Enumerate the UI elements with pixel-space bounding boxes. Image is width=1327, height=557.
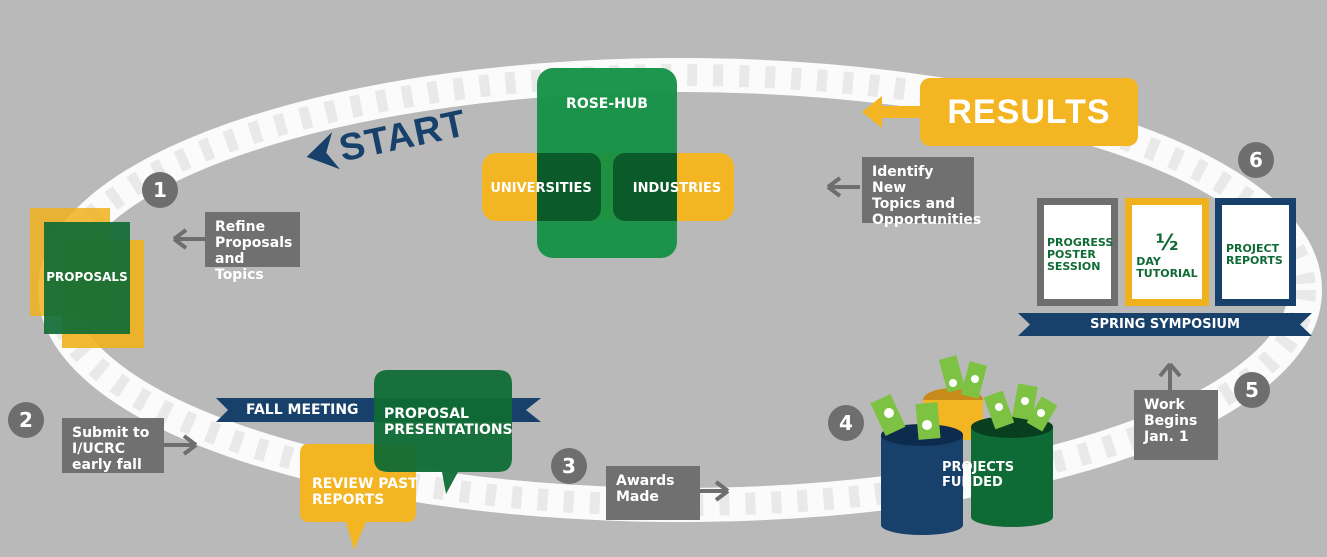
step-3-number: 3 xyxy=(551,448,587,484)
panel-tutorial: ½ DAY TUTORIAL xyxy=(1125,198,1209,306)
proposals-stack: PROPOSALS xyxy=(30,208,145,350)
step-5-label: Work Begins Jan. 1 xyxy=(1144,397,1198,445)
money-buckets-icon xyxy=(870,355,1058,535)
arrow-left-icon xyxy=(826,176,860,198)
step-2-number: 2 xyxy=(8,402,44,438)
arrow-right-icon xyxy=(164,434,198,456)
step-6-number: 6 xyxy=(1238,142,1274,178)
hub-overlap-left xyxy=(537,153,601,221)
arrow-up-icon xyxy=(1158,362,1182,392)
arrow-left-icon xyxy=(862,96,924,128)
step-6-label: Identify New Topics and Opportunities xyxy=(872,164,982,228)
step-5-number: 5 xyxy=(1234,372,1270,408)
arrow-right-icon xyxy=(700,480,730,502)
start-marker: START xyxy=(292,101,471,182)
panel-progress-poster: PROGRESS POSTER SESSION xyxy=(1037,198,1118,306)
hub-right-label: INDUSTRIES xyxy=(632,181,722,196)
arrow-left-icon xyxy=(172,228,206,250)
step-1-number: 1 xyxy=(142,172,178,208)
fall-meeting-title: FALL MEETING xyxy=(246,402,359,418)
proposals-label: PROPOSALS xyxy=(46,270,128,284)
spring-symposium-banner xyxy=(1018,313,1312,336)
panel-progress-poster-text: PROGRESS POSTER SESSION xyxy=(1047,236,1114,273)
step-6-box: Identify New Topics and Opportunities xyxy=(862,157,981,228)
projects-funded-label: PROJECTS FUNDED xyxy=(942,460,1015,490)
step-1-box: Refine Proposals and Topics xyxy=(205,212,300,283)
step-4-number: 4 xyxy=(828,405,864,441)
panel-project-reports-text: PROJECT REPORTS xyxy=(1226,242,1283,267)
step-1-label: Refine Proposals and Topics xyxy=(215,219,293,283)
step-3-box: Awards Made xyxy=(606,466,700,520)
panel-tutorial-fraction: ½ xyxy=(1155,231,1179,256)
step-2-label: Submit to I/UCRC early fall xyxy=(72,425,150,473)
step-3-label: Awards Made xyxy=(616,473,675,505)
hub-overlap-right xyxy=(613,153,677,221)
spring-symposium-title: SPRING SYMPOSIUM xyxy=(1090,317,1240,332)
step-2-box: Submit to I/UCRC early fall xyxy=(62,418,164,473)
panel-project-reports: PROJECT REPORTS xyxy=(1215,198,1296,306)
panel-tutorial-text: DAY TUTORIAL xyxy=(1136,255,1198,280)
speech-bubble-green xyxy=(374,370,512,494)
hub-title: ROSE-HUB xyxy=(566,96,648,112)
proposal-presentations-label: PROPOSAL PRESENTATIONS xyxy=(384,406,513,438)
step-5-box: Work Begins Jan. 1 xyxy=(1134,390,1218,460)
hub-left-label: UNIVERSITIES xyxy=(490,181,592,196)
chevron-left-icon xyxy=(306,132,340,170)
review-past-reports-label: REVIEW PAST REPORTS xyxy=(312,476,418,508)
results-box: RESULTS xyxy=(920,78,1138,146)
results-label: RESULTS xyxy=(947,92,1111,131)
